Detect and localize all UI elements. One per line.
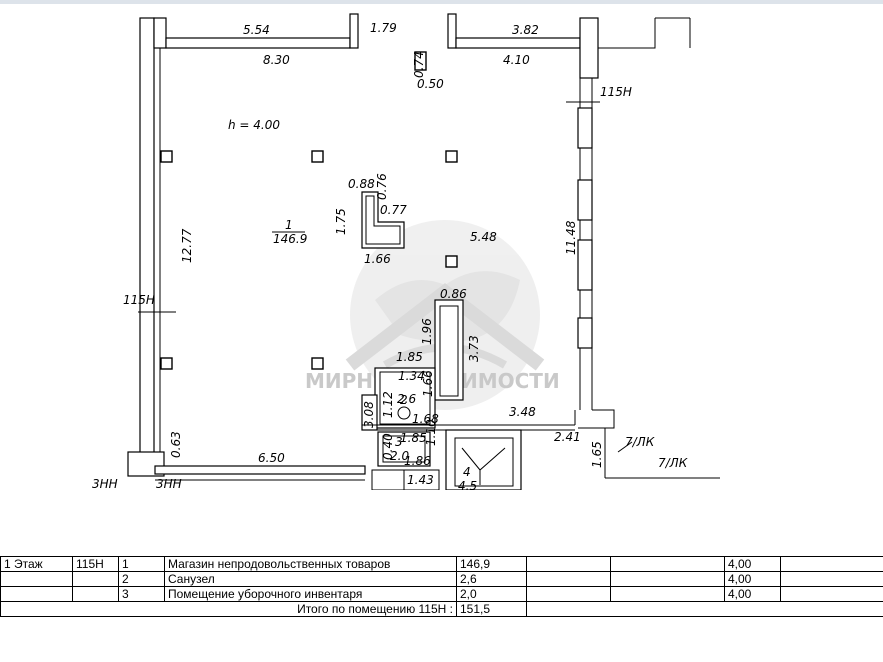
shaft xyxy=(361,191,405,249)
dimension-label: 4.10 xyxy=(503,53,530,67)
ceiling-height-label: h = 4.00 xyxy=(228,118,280,132)
window-1 xyxy=(577,107,593,149)
dimension-label: 12.77 xyxy=(180,228,194,263)
dimension-label: 3.08 xyxy=(362,401,376,428)
dimension-label: 5.48 xyxy=(470,230,497,244)
total-label: Итого по помещению 115Н : xyxy=(0,601,457,617)
dimension-label: 0.63 xyxy=(169,431,183,458)
dimension-label: 2.41 xyxy=(554,430,581,444)
dimension-label: 1.86 xyxy=(404,454,431,468)
room-1-area: 146.9 xyxy=(273,232,307,246)
unit-label: 7/ЛК xyxy=(625,435,655,449)
unit-cell xyxy=(72,571,119,587)
dimension-label: 1.66 xyxy=(421,370,435,397)
column xyxy=(311,357,324,370)
dimension-label: 3.82 xyxy=(512,23,539,37)
core-shaft xyxy=(434,299,464,401)
room-2-number: 2 xyxy=(400,393,408,407)
height-cell: 4,00 xyxy=(724,586,781,602)
unit-label: 115Н xyxy=(123,293,155,307)
dimension-label: 0.77 xyxy=(380,203,407,217)
room-2-bathroom xyxy=(374,367,436,429)
dimension-label: 1.10 xyxy=(424,419,438,446)
dimension-label: 0.86 xyxy=(440,287,467,301)
unit-cell: 115Н xyxy=(72,556,119,572)
area-cell: 2,0 xyxy=(456,586,527,602)
room-3-storage xyxy=(377,431,431,467)
dimension-label: 0.74 xyxy=(412,51,426,78)
dimension-label: 8.30 xyxy=(263,53,290,67)
room-3-area: 2.0 xyxy=(390,449,409,463)
dimension-label: 1.68 xyxy=(412,412,439,426)
dimension-label: 11.48 xyxy=(564,220,578,255)
top-band xyxy=(0,0,883,4)
floor-cell: 1 Этаж xyxy=(0,556,73,572)
dimension-label: 1.34 xyxy=(398,369,425,383)
dimension-label: 0.50 xyxy=(417,77,444,91)
dimension-label: 3.48 xyxy=(509,405,536,419)
room-4 xyxy=(445,429,522,490)
room-name-cell: Помещение уборочного инвентаря xyxy=(164,586,457,602)
unit-label: 115Н xyxy=(600,85,632,99)
dimension-label: 1.12 xyxy=(381,391,395,418)
column xyxy=(160,150,173,163)
table-row: 2 Санузел 2,6 4,00 xyxy=(0,571,883,587)
south-wall xyxy=(154,465,366,475)
table-row: 1 Этаж 115Н 1 Магазин непродовольственны… xyxy=(0,556,883,572)
table-total-row: Итого по помещению 115Н : 151,5 xyxy=(0,601,883,617)
room-3-number: 3 xyxy=(395,435,403,449)
room-number-cell: 1 xyxy=(118,556,165,572)
column xyxy=(414,51,427,71)
dimension-label: 0.88 xyxy=(348,177,375,191)
dimension-label: 1.75 xyxy=(334,208,348,235)
column xyxy=(160,357,173,370)
room-2-area: 2.6 xyxy=(397,392,416,406)
room-1-number: 1 xyxy=(285,218,293,232)
dimension-label: 1.85 xyxy=(396,350,423,364)
room-name-cell: Санузел xyxy=(164,571,457,587)
floor-cell xyxy=(0,586,73,602)
dimension-label: 0.76 xyxy=(375,173,389,200)
total-value: 151,5 xyxy=(456,601,527,617)
unit-cell xyxy=(72,586,119,602)
area-cell: 2,6 xyxy=(456,571,527,587)
dimension-label: 0.40 xyxy=(381,433,395,460)
dimension-label: 1.66 xyxy=(364,252,391,266)
dimension-label: 5.54 xyxy=(243,23,270,37)
height-cell: 4,00 xyxy=(724,556,781,572)
west-wall xyxy=(139,17,155,467)
table-row: 3 Помещение уборочного инвентаря 2,0 4,0… xyxy=(0,586,883,602)
dimension-label: 1.85 xyxy=(400,431,427,445)
dimension-label: 1.79 xyxy=(370,21,397,35)
north-wall-right xyxy=(455,37,581,49)
dimension-label: 6.50 xyxy=(258,451,285,465)
room-number-cell: 3 xyxy=(118,586,165,602)
dimension-label: 1.43 xyxy=(407,473,434,487)
room-name-cell: Магазин непродовольственных товаров xyxy=(164,556,457,572)
dimension-label: 1.96 xyxy=(420,318,434,345)
floor-cell xyxy=(0,571,73,587)
edge-label: 3НН xyxy=(92,477,118,490)
column xyxy=(445,255,458,268)
unit-label: 7/ЛК xyxy=(658,456,688,470)
floor-plan: МИРНЕДВИЖИМОСТИ h = 4 xyxy=(92,13,720,490)
column xyxy=(445,150,458,163)
dimension-label: 3.73 xyxy=(467,335,481,362)
edge-label: 3НН xyxy=(156,477,182,490)
room-schedule-table: 1 Этаж 115Н 1 Магазин непродовольственны… xyxy=(0,556,883,617)
dimension-label: 1.65 xyxy=(590,441,604,468)
column xyxy=(311,150,324,163)
room-4-number: 4 xyxy=(463,465,471,479)
room-number-cell: 2 xyxy=(118,571,165,587)
north-wall-left xyxy=(165,37,351,49)
room-4-area: 4.5 xyxy=(458,479,477,490)
area-cell: 146,9 xyxy=(456,556,527,572)
height-cell: 4,00 xyxy=(724,571,781,587)
